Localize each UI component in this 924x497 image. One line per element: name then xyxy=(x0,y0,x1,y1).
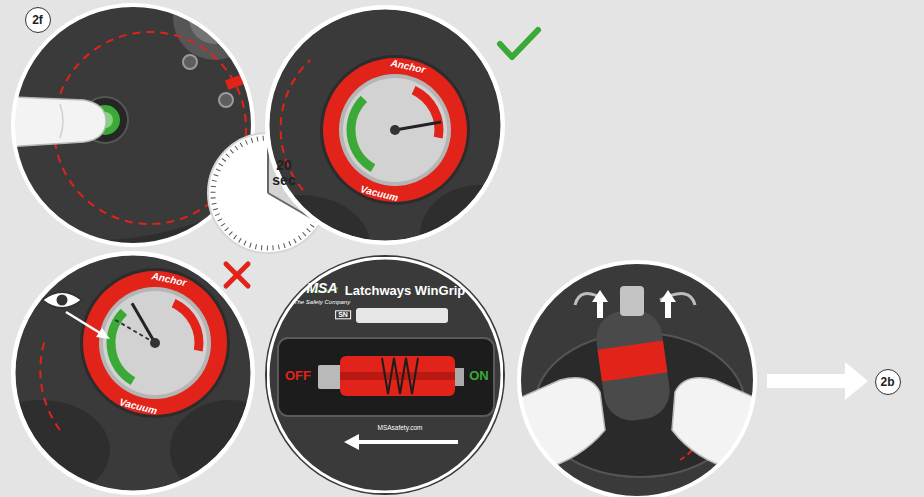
illustration-part xyxy=(57,295,68,306)
gauge-label: Anchor xyxy=(151,271,187,289)
illustration-part xyxy=(132,303,155,343)
illustration-part xyxy=(519,262,755,497)
illustration-part xyxy=(60,104,63,138)
illustration-part xyxy=(593,306,674,424)
step-callout: 2b xyxy=(875,369,901,395)
removal-panel xyxy=(515,255,760,497)
brand-logo: MSA xyxy=(306,281,337,296)
illustration-part xyxy=(0,400,110,497)
illustration-part xyxy=(260,250,520,497)
check-mark xyxy=(500,30,538,57)
circle-outline xyxy=(268,8,502,242)
illustration-part xyxy=(0,250,260,497)
illustration-part xyxy=(183,55,197,69)
serial-tag: SN xyxy=(335,310,351,319)
gauge-label: Vacuum xyxy=(359,184,399,204)
callout-number: 2f xyxy=(32,13,43,26)
illustration-part xyxy=(40,340,60,430)
illustration-part xyxy=(598,341,668,382)
illustration-part xyxy=(660,290,676,318)
gauge-label: Anchor xyxy=(390,58,426,76)
illustration-part xyxy=(592,290,608,318)
off-label: OFF xyxy=(285,369,311,383)
eye-icon xyxy=(42,292,82,308)
illustration-part xyxy=(390,125,400,135)
illustration-part xyxy=(515,255,760,497)
illustration-part xyxy=(278,338,494,416)
label-plate-panel xyxy=(260,250,520,497)
illustration-part xyxy=(267,7,503,243)
gauge-label: Vacuum xyxy=(118,397,158,417)
circle-outline xyxy=(268,258,502,492)
illustration-part xyxy=(226,264,248,286)
website-text: MSAsafety.com xyxy=(377,425,422,432)
illustration-part xyxy=(80,268,230,418)
illustration-part xyxy=(13,253,253,493)
gauge-view: AnchorVacuum xyxy=(13,253,253,493)
illustration-part xyxy=(344,434,359,450)
lift-arrows xyxy=(592,290,676,318)
next-step-arrow xyxy=(767,362,868,400)
illustration-part xyxy=(320,55,470,205)
illustration-part xyxy=(356,308,448,323)
gauge-view: AnchorVacuum xyxy=(267,7,503,243)
product-name: Latchways WinGrip xyxy=(345,284,466,298)
illustration-part xyxy=(66,312,100,333)
illustration-part xyxy=(320,55,470,205)
illustration-part xyxy=(219,93,233,107)
brand-tagline: The Safety Company xyxy=(294,299,350,305)
illustration-part xyxy=(173,0,257,60)
illustration-part xyxy=(455,368,464,386)
gauge-panel xyxy=(230,0,540,295)
illustration-part xyxy=(395,122,441,130)
illustration-part xyxy=(260,0,520,250)
illustration-part xyxy=(357,440,458,444)
step-callout: 2f xyxy=(25,7,51,33)
illustration-part xyxy=(318,365,342,389)
illustration-part xyxy=(340,356,455,396)
gauge-panel xyxy=(0,250,290,497)
illustration-part xyxy=(42,292,82,308)
illustration-part xyxy=(96,328,110,339)
circle-outline xyxy=(13,253,253,493)
illustration-part xyxy=(150,338,160,348)
illustration-part xyxy=(620,286,644,316)
circle-outline xyxy=(267,7,503,243)
timer-label: 20 sec xyxy=(272,158,295,187)
on-label: ON xyxy=(469,369,489,383)
callout-number: 2b xyxy=(880,375,894,388)
illustration-part xyxy=(382,358,418,394)
cross-mark xyxy=(226,264,248,286)
illustration-part xyxy=(80,268,230,418)
label-plate-view: MSA The Safety CompanyLatchways WinGripSN… xyxy=(267,257,503,493)
illustration-part xyxy=(205,8,225,28)
circle-outline xyxy=(14,254,252,492)
illustration-part xyxy=(226,264,248,286)
